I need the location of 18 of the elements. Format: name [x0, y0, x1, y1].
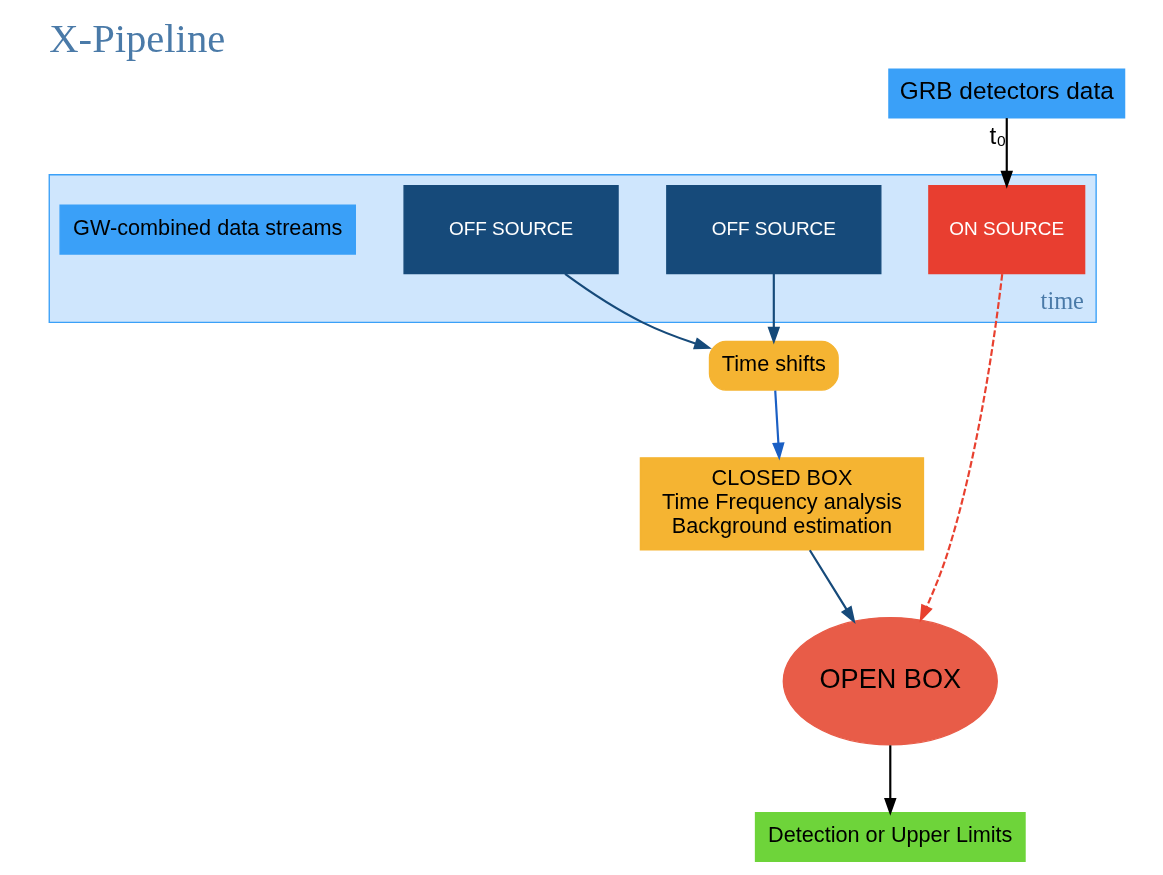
arrow: [564, 273, 712, 350]
arrow: [919, 273, 1004, 623]
node-box: OFF SOURCE: [403, 184, 619, 275]
node-box: Time shifts: [708, 340, 839, 391]
arrow: [767, 273, 781, 345]
node-box: ON SOURCE: [928, 184, 1086, 275]
node-box: CLOSED BOX Time Frequency analysis Background estimation: [639, 457, 925, 551]
arrow: [808, 549, 856, 625]
edge-label: t₀: [989, 122, 1007, 150]
arrow: [772, 390, 785, 461]
arrow: [1000, 118, 1014, 189]
node-box: OFF SOURCE: [666, 184, 882, 275]
node-box: GRB detectors data: [888, 68, 1126, 119]
diagram-title: X-Pipeline: [49, 15, 226, 61]
node-box: Detection or Upper Limits: [754, 811, 1026, 863]
arrow: [884, 745, 897, 816]
node-box: GW-combined data streams: [59, 204, 356, 255]
node-ellipse: OPEN BOX: [782, 616, 998, 746]
